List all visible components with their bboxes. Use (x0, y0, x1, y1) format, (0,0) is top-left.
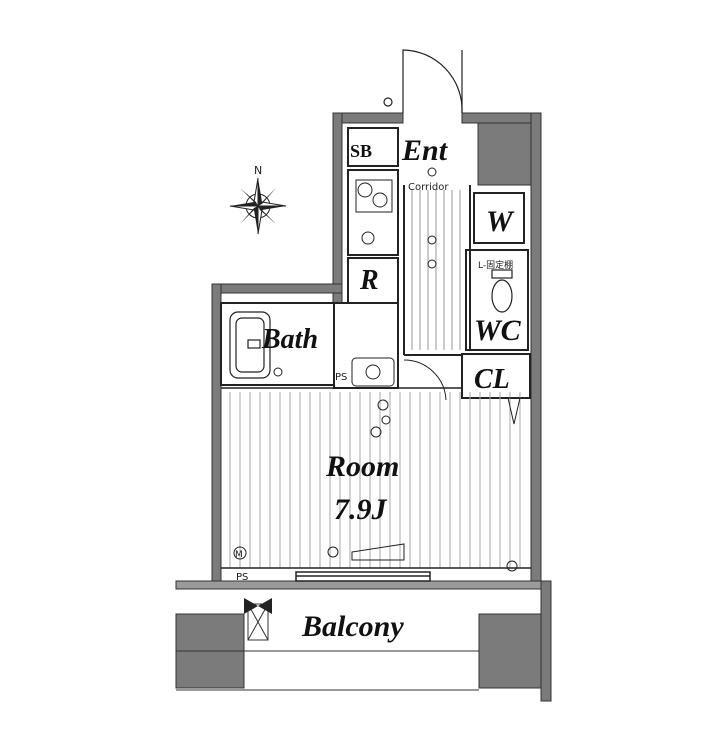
sink-icon (351, 357, 395, 387)
washer-label: W (486, 205, 515, 238)
shoe-box-label: SB (350, 141, 372, 161)
fixture-dots (233, 167, 518, 572)
refrigerator-label: R (359, 265, 379, 296)
toilet-label: WC (474, 314, 522, 347)
north-label: N (254, 164, 262, 177)
stove-icon (355, 179, 393, 245)
closet-door (351, 359, 521, 561)
room-floor (229, 392, 521, 568)
bathtub-icon (229, 311, 271, 379)
door-swing-icon (383, 49, 463, 114)
bath-label: Bath (261, 324, 318, 355)
toilet-icon (491, 269, 513, 313)
pipe-space-label: PS (236, 572, 248, 583)
room-size-label: 7.9J (334, 493, 388, 526)
pipe-space-label-2: PS (335, 372, 347, 383)
corridor-floor (411, 190, 461, 350)
closet-label: CL (474, 364, 510, 395)
corridor-label: Corridor (408, 182, 449, 193)
room-name-label: Room (325, 450, 399, 483)
compass-rose-icon (229, 177, 287, 235)
balcony-label: Balcony (301, 610, 404, 643)
room-outline (221, 387, 531, 582)
shelf-note-label: L-固定棚 (478, 259, 513, 271)
exterior-walls (211, 112, 542, 585)
balcony-structure (175, 580, 552, 702)
meter-label: M (235, 550, 243, 560)
entrance-label: Ent (401, 134, 449, 167)
